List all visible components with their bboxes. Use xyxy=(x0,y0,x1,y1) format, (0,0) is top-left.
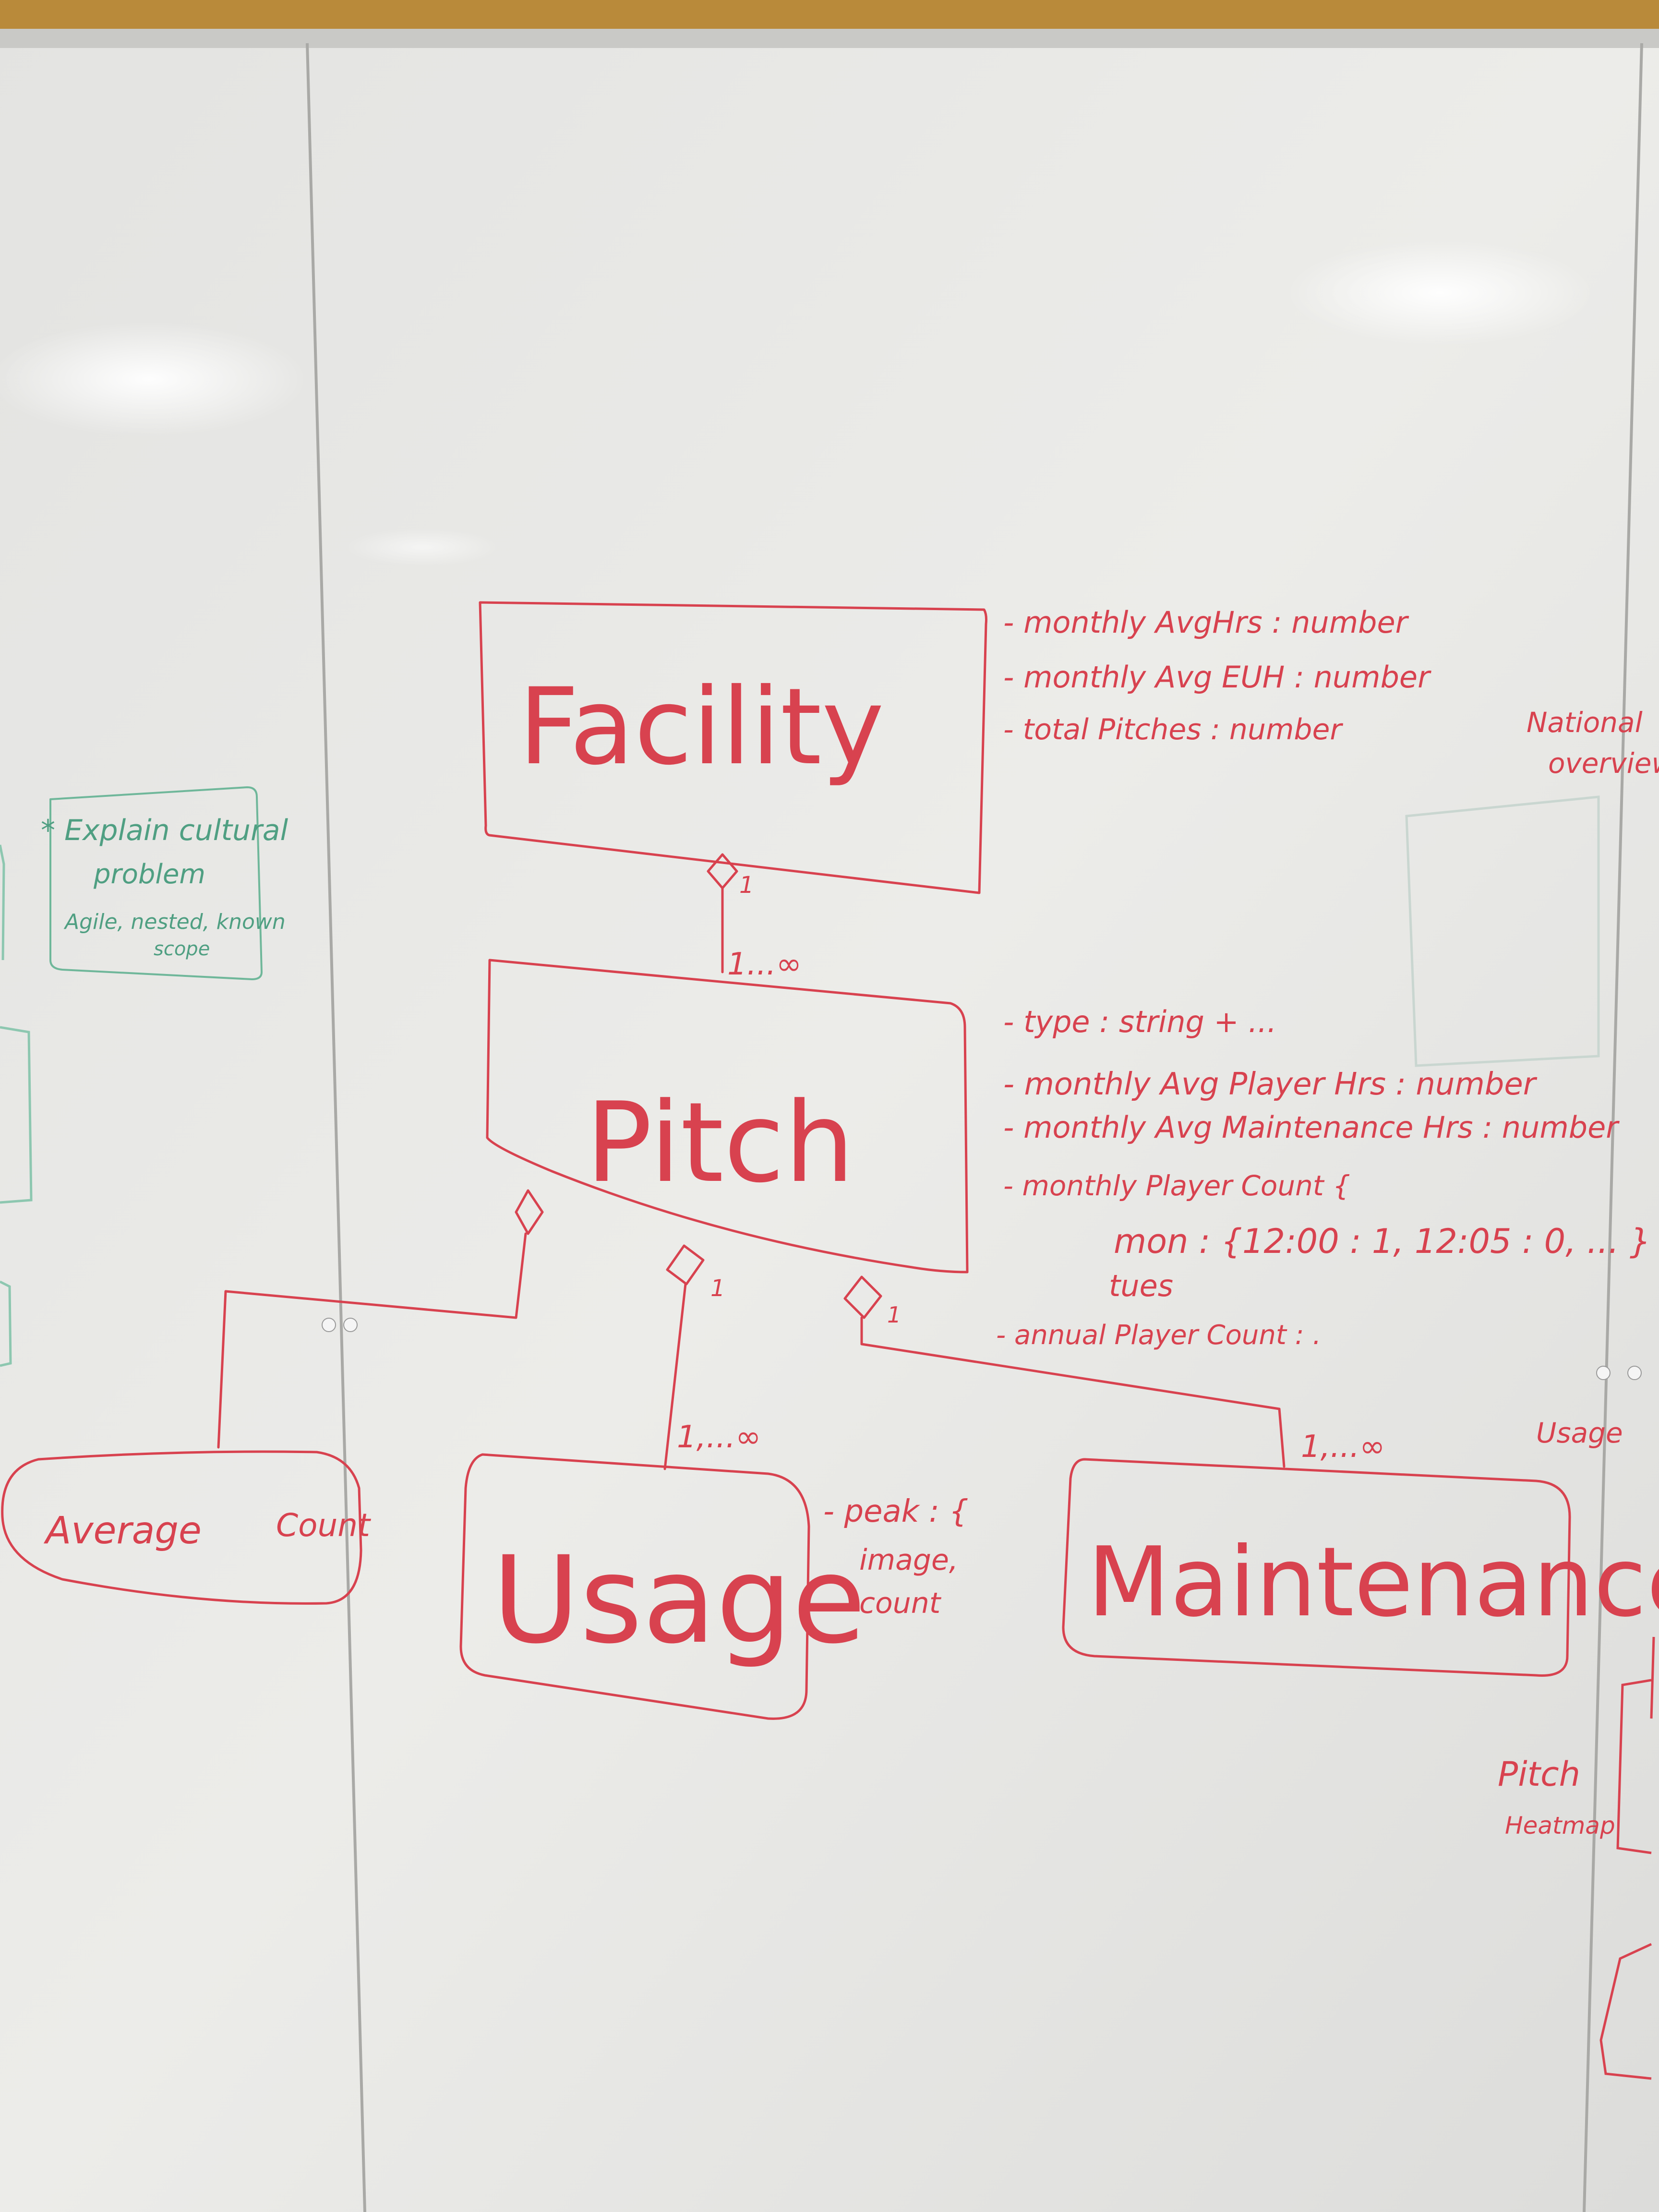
partial-line-left xyxy=(0,844,5,961)
green-note-line: * Explain cultural xyxy=(41,814,288,847)
green-note-box xyxy=(49,786,263,980)
side-note-pitch: Pitch xyxy=(1498,1755,1580,1794)
board-top-frame xyxy=(0,29,1659,48)
pitch-box xyxy=(486,959,969,1274)
erased-frame xyxy=(1405,795,1600,1067)
side-note-overview: overview xyxy=(1548,747,1659,780)
top-wall-strip xyxy=(0,0,1659,34)
aggregation-diamond xyxy=(843,1275,882,1319)
average-left-label: Average xyxy=(43,1509,202,1552)
usage-attr: - peak : { xyxy=(823,1494,969,1529)
side-note-heatmap: Heatmap xyxy=(1505,1812,1615,1839)
panel-clip xyxy=(343,1318,358,1332)
panel-clip xyxy=(1596,1366,1611,1380)
side-note-national: National xyxy=(1527,706,1643,739)
average-box xyxy=(1,1450,362,1605)
panel-seam-right xyxy=(1583,43,1643,2212)
usage-attributes: - peak : { image, count xyxy=(823,1494,969,1620)
facility-box xyxy=(479,601,987,894)
glare-mid xyxy=(346,528,499,566)
side-note-usage: Usage xyxy=(1536,1417,1623,1449)
aggregation-diamond xyxy=(515,1189,544,1235)
green-note-line: scope xyxy=(154,938,210,960)
multiplicity-label: 1 xyxy=(739,872,754,899)
maintenance-box xyxy=(1062,1458,1571,1677)
pitch-usage-link xyxy=(663,1283,687,1470)
green-note-line: Agile, nested, known xyxy=(63,910,286,934)
partial-box-right xyxy=(1616,1679,1652,1854)
usage-box xyxy=(459,1453,810,1720)
average-right-label: Count xyxy=(276,1507,371,1544)
glare-left xyxy=(0,322,307,437)
pitch-attr: - monthly Player Count { xyxy=(1003,1169,1350,1202)
maintenance-class-name: Maintenance xyxy=(1087,1527,1659,1638)
pitch-attr: tues xyxy=(1109,1268,1173,1303)
usage-attr: image, xyxy=(859,1543,958,1577)
partial-box-left xyxy=(0,1280,12,1367)
multiplicity-label: 1,...∞ xyxy=(677,1419,761,1455)
side-notes: National overview Usage Pitch Heatmap xyxy=(1498,706,1659,1839)
pitch-class-name: Pitch xyxy=(586,1079,854,1207)
pitch-attr: mon : {12:00 : 1, 12:05 : 0, ... } xyxy=(1114,1222,1651,1261)
multiplicity-label: 1 xyxy=(710,1275,725,1302)
pitch-attr: - monthly Avg Maintenance Hrs : number xyxy=(1003,1110,1620,1145)
pitch-attr: - type : string + ... xyxy=(1003,1004,1276,1039)
panel-seam-left xyxy=(306,43,366,2212)
facility-attr: - monthly Avg EUH : number xyxy=(1003,660,1431,695)
facility-attr: - monthly AvgHrs : number xyxy=(1003,605,1409,640)
facility-class-name: Facility xyxy=(518,665,884,788)
partial-box-left xyxy=(0,1026,33,1204)
pitch-attr: - annual Player Count : . xyxy=(996,1320,1321,1351)
multiplicity-label: 1,...∞ xyxy=(1301,1429,1385,1465)
usage-attr: count xyxy=(859,1587,942,1620)
facility-attributes: - monthly AvgHrs : number - monthly Avg … xyxy=(1003,605,1431,746)
multiplicity-label: 1 xyxy=(887,1302,901,1328)
facility-attr: - total Pitches : number xyxy=(1003,713,1343,746)
multiplicity-label: 1...∞ xyxy=(727,947,802,982)
pitch-maintenance-link xyxy=(860,1316,1286,1468)
panel-clip xyxy=(322,1318,336,1332)
usage-class-name: Usage xyxy=(492,1530,866,1670)
panel-clip xyxy=(1627,1366,1642,1380)
glare-right xyxy=(1286,240,1594,346)
green-note-line: problem xyxy=(93,859,205,890)
pitch-average-link xyxy=(217,1232,527,1449)
pitch-attr: - monthly Avg Player Hrs : number xyxy=(1003,1067,1538,1102)
partial-line-right xyxy=(1650,1636,1655,1719)
partial-box-right xyxy=(1599,1943,1652,2080)
pitch-attributes: - type : string + ... - monthly Avg Play… xyxy=(996,1004,1651,1351)
